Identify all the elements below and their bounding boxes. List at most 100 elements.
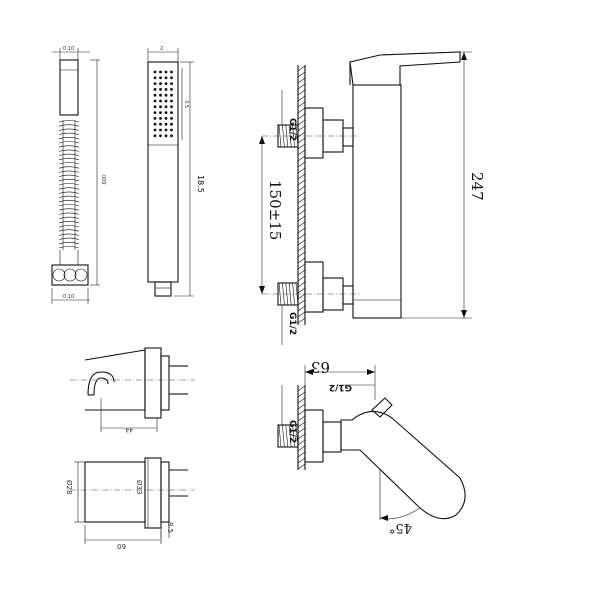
hose-coil-ring [58,246,80,249]
nozzle-dot [153,128,157,132]
wall-hatch-line [297,71,306,78]
wall-hatch-line [297,179,306,186]
wall-hatch-line [297,251,306,258]
nozzle-dot [164,88,168,91]
nozzle-dot [159,128,162,132]
hose-coil-ring [58,120,80,123]
wall-hatch-line [297,385,306,392]
thread-line [285,424,289,448]
wall-hatch-line [297,197,306,204]
hose-coil-ring [58,179,80,182]
hose-coil-ring [58,183,80,186]
shower-hose: 0.10 009 0.10 [51,46,106,304]
wall-hatch-line [297,263,306,270]
wall-hatch-line [297,257,306,264]
wall-hatch-line [297,215,306,222]
hose-coil-ring [58,233,80,236]
wall-hatch-line [297,173,306,180]
nozzle-dot [170,117,173,120]
nozzle-dot [153,93,157,97]
nozzle-dot [159,99,162,103]
wall-hatch-line [297,457,306,464]
wall-hatch-line [297,433,306,440]
hose-coil-ring [58,145,80,148]
nozzle-dot [164,70,168,74]
wall-hatch-line [297,311,306,318]
thread-line [278,424,282,448]
thread-bottom-label: G1/2 [287,312,297,335]
hose-coil-ring [58,153,80,156]
nozzle-dot [153,82,157,85]
hose-coil-ring [58,166,80,169]
nozzle-dot [159,117,162,120]
nozzle-dot [170,122,173,126]
nozzle-dot [170,70,173,74]
nozzle-dot [164,105,168,109]
nozzle-dot [170,82,173,85]
nozzle-dot [153,105,157,109]
mixer-side-view: G1/2 G1/2 150±15 247 [259,51,486,345]
hose-coil-ring [58,141,80,144]
nozzle-dot [153,99,157,103]
wall-hatch-line [297,77,306,84]
thread-line [278,124,282,148]
nozzle-dot [170,93,173,97]
nozzle-dot [159,93,162,97]
nozzle-dot [159,88,162,91]
nozzle-dot [170,105,173,109]
spout-reach-dim: 63 [311,358,330,376]
wall-hatch-line [297,245,306,252]
hose-top-width: 0.10 [63,46,74,52]
thread-line [278,282,282,306]
thread-line [288,124,292,148]
wall-hatch-line [297,185,306,192]
wall-hatch-line [297,113,306,120]
hose-length: 009 [100,175,106,185]
wall-hatch-line [297,391,306,398]
hose-coil-ring [58,149,80,152]
nozzle-dot [153,70,157,74]
wall-hatch-line [297,83,306,90]
wall-hatch-line [297,269,306,276]
nozzle-dot [170,134,173,138]
wall-hatch-line [297,427,306,434]
wall-hatch-line [297,233,306,240]
wall-hatch-line [297,293,306,300]
hose-coil-ring [58,170,80,173]
wall-hatch-line [297,403,306,410]
hose-coil-ring [58,174,80,177]
wall-hatch-line [297,89,306,96]
nozzle-dot [159,122,162,126]
hose-coil-ring [58,204,80,207]
nozzle-dot [153,122,157,126]
nozzle-dot [153,134,157,138]
spout-thread-label: G1/2 [329,382,352,392]
thread-line [282,282,285,306]
nozzle-dot [170,99,173,103]
wall-hatch-line [297,95,306,102]
spout-angle-dim: 45° [389,520,412,535]
nozzle-dot [159,105,162,109]
holder-depth-dim: 44 [125,426,133,433]
hose-coil-ring [58,212,80,215]
wall-hatch-line [297,149,306,156]
holder-outer-dia: Ø28 [65,480,73,494]
thread-line [292,424,295,448]
handshower-top-dim: 2 [160,46,163,52]
wall-hatch-line [297,287,306,294]
thread-line [288,282,292,306]
wall-hatch-line [297,119,306,126]
nozzle-dot [153,88,157,91]
wall-hatch-line [297,299,306,306]
nozzle-dot [170,111,173,114]
nozzle-dot [170,88,173,91]
spout-side-thread-label: G1/2 [287,420,297,443]
hose-coil-ring [58,242,80,245]
thread-line [282,124,285,148]
wall-hatch-line [297,65,306,72]
hose-coil-ring [58,187,80,190]
wall-hatch-line [297,191,306,198]
hose-coil-ring [58,132,80,135]
